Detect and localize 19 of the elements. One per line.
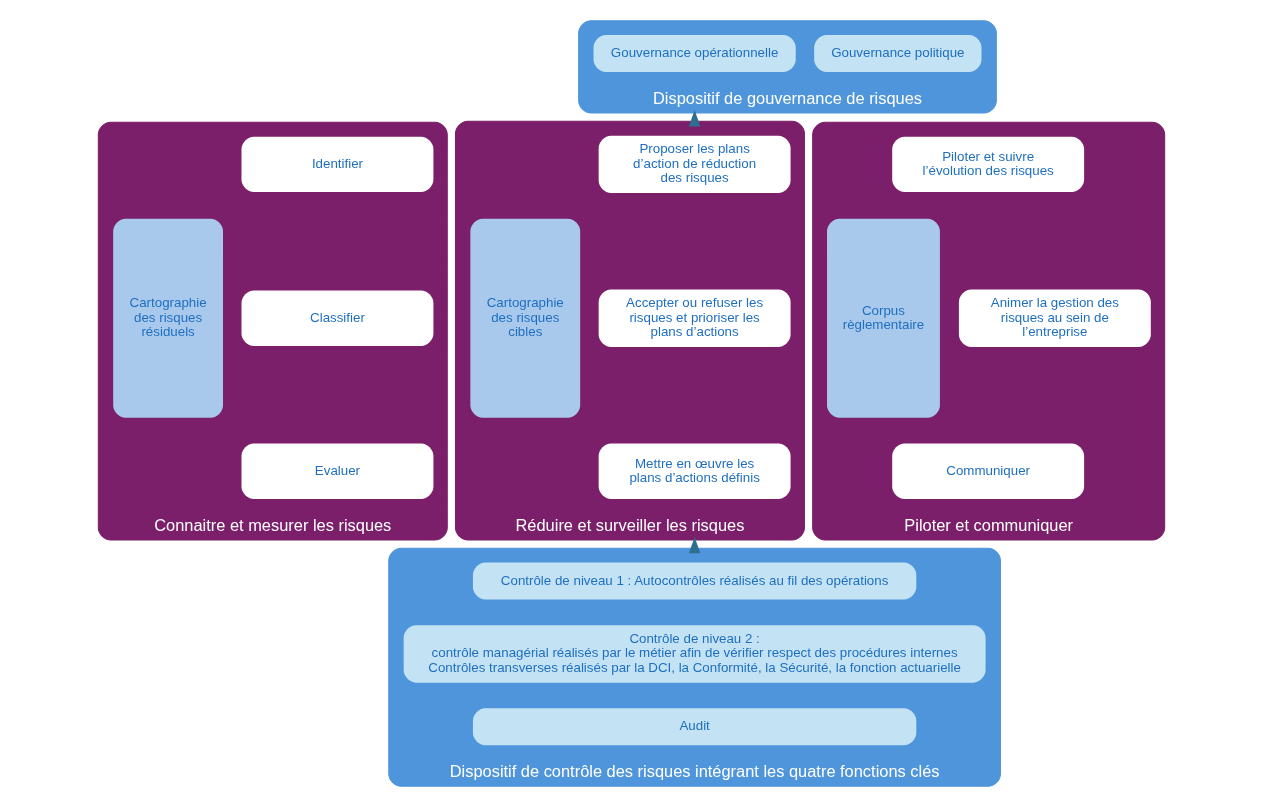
node-box: Contrôle de niveau 1 : Autocontrôles réalisés au fil des opérations (472, 562, 916, 600)
node-box: Cartographie des risques résiduels (112, 218, 223, 418)
node-box: Proposer les plans d’action de réduction des risques (598, 135, 791, 194)
node-box: Evaluer (241, 443, 433, 499)
node-box: Mettre en œuvre les plans d’actions définis (598, 443, 791, 499)
node-box: Audit (472, 708, 916, 746)
node-box: Gouvernance opérationnelle (593, 35, 796, 72)
node-box: Piloter et suivre l’évolution des risques (891, 136, 1084, 193)
arrow (688, 109, 700, 127)
node-box: Gouvernance politique (813, 35, 981, 72)
node-box: Corpus règlementaire (826, 218, 940, 418)
arrow (688, 536, 700, 554)
node-box: Cartographie des risques cibles (469, 218, 580, 418)
node-box: Contrôle de niveau 2 : contrôle managérial réalisés par le métier afin de vérifier respect des procédures internes Contrôles transverses réalisés par la DCI, la Conformité, la Sécurité, la fonction actuarielle (403, 625, 986, 683)
node-box: Accepter ou refuser les risques et prioriser les plans d’actions (598, 289, 791, 348)
node-box: Animer la gestion des risques au sein de l’entreprise (958, 289, 1151, 348)
node-box: Communiquer (891, 443, 1084, 499)
node-box: Identifier (241, 136, 433, 193)
node-box: Classifier (241, 290, 433, 346)
